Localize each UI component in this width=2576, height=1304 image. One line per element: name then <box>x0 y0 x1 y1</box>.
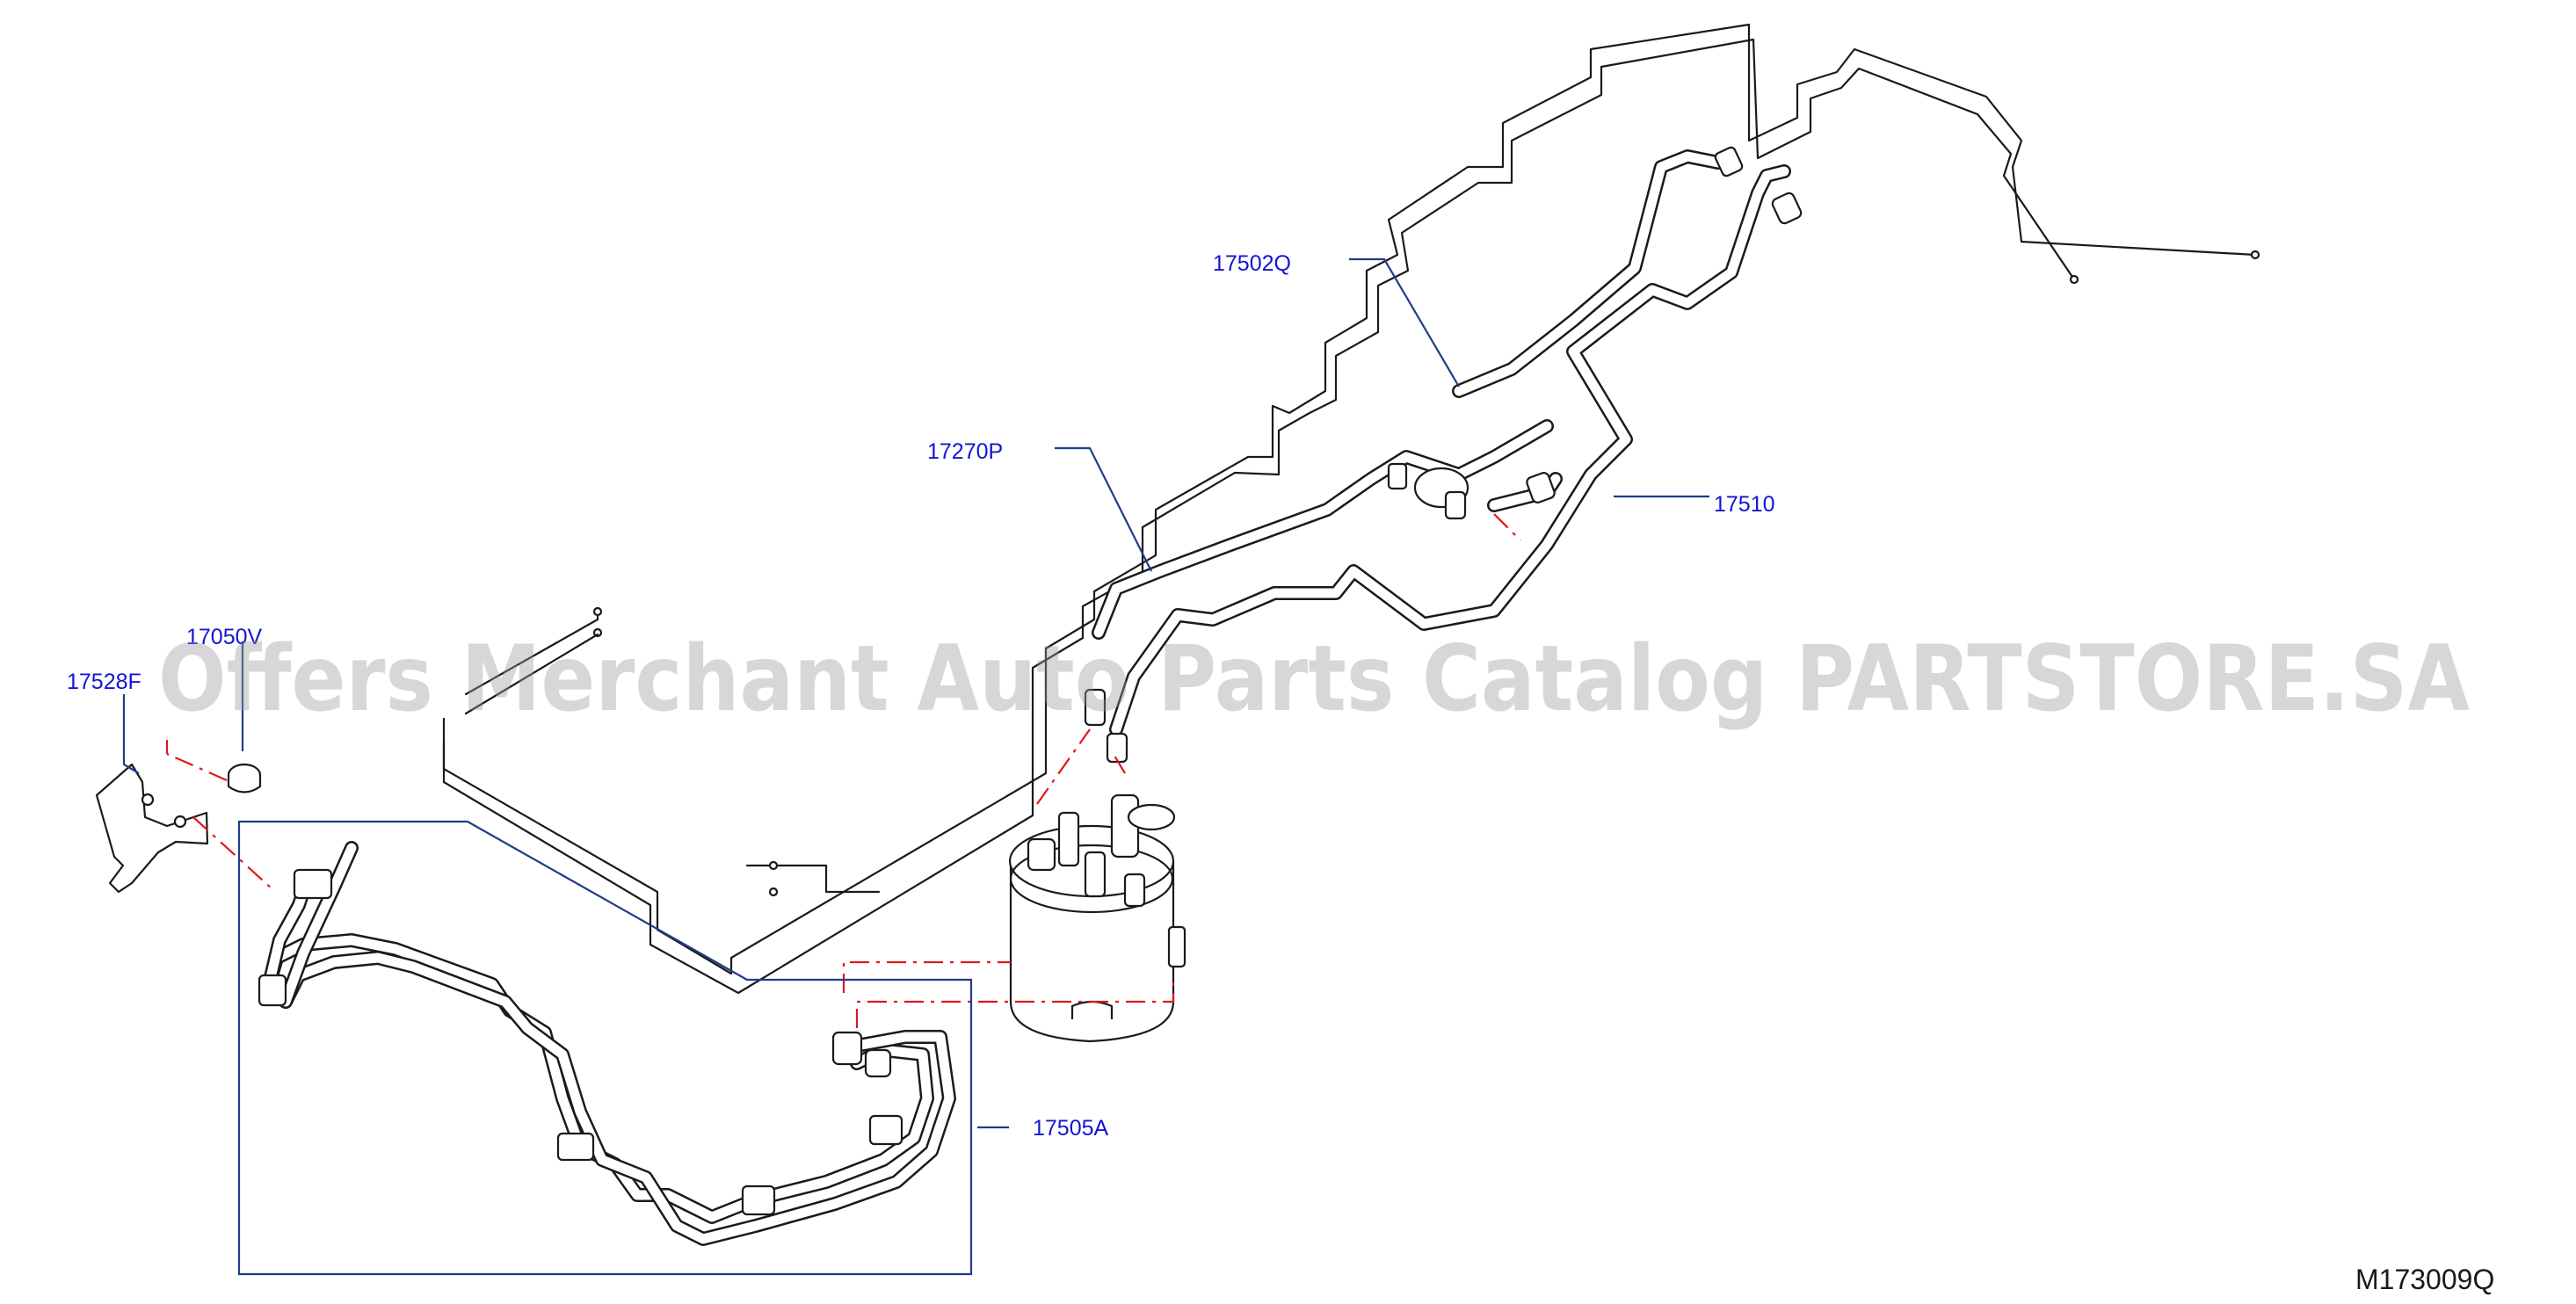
assembly-lines <box>165 513 1521 1028</box>
nut <box>227 763 262 793</box>
drawing-code: M173009Q <box>2355 1264 2494 1295</box>
callout-17528F[interactable]: 17528F <box>67 670 141 694</box>
upper-fuel-tubes <box>1084 146 1803 764</box>
watermark: Offers Merchant Auto Parts Catalog PARTS… <box>158 627 2470 732</box>
callout-17270P[interactable]: 17270P <box>927 439 1003 464</box>
bracket <box>95 763 209 894</box>
callout-17510[interactable]: 17510 <box>1714 492 1775 517</box>
callout-17502Q[interactable]: 17502Q <box>1213 251 1291 276</box>
callout-labels: 17502Q 17270P 17510 17528F 17050V 17505A <box>67 251 1775 1141</box>
fuel-filter <box>1008 793 1186 1043</box>
callout-17505A[interactable]: 17505A <box>1033 1116 1109 1141</box>
body-rail <box>442 23 2260 995</box>
callout-17050V[interactable]: 17050V <box>186 625 263 649</box>
lower-tube-assembly <box>258 841 956 1246</box>
callout-leaders <box>122 257 1709 1276</box>
